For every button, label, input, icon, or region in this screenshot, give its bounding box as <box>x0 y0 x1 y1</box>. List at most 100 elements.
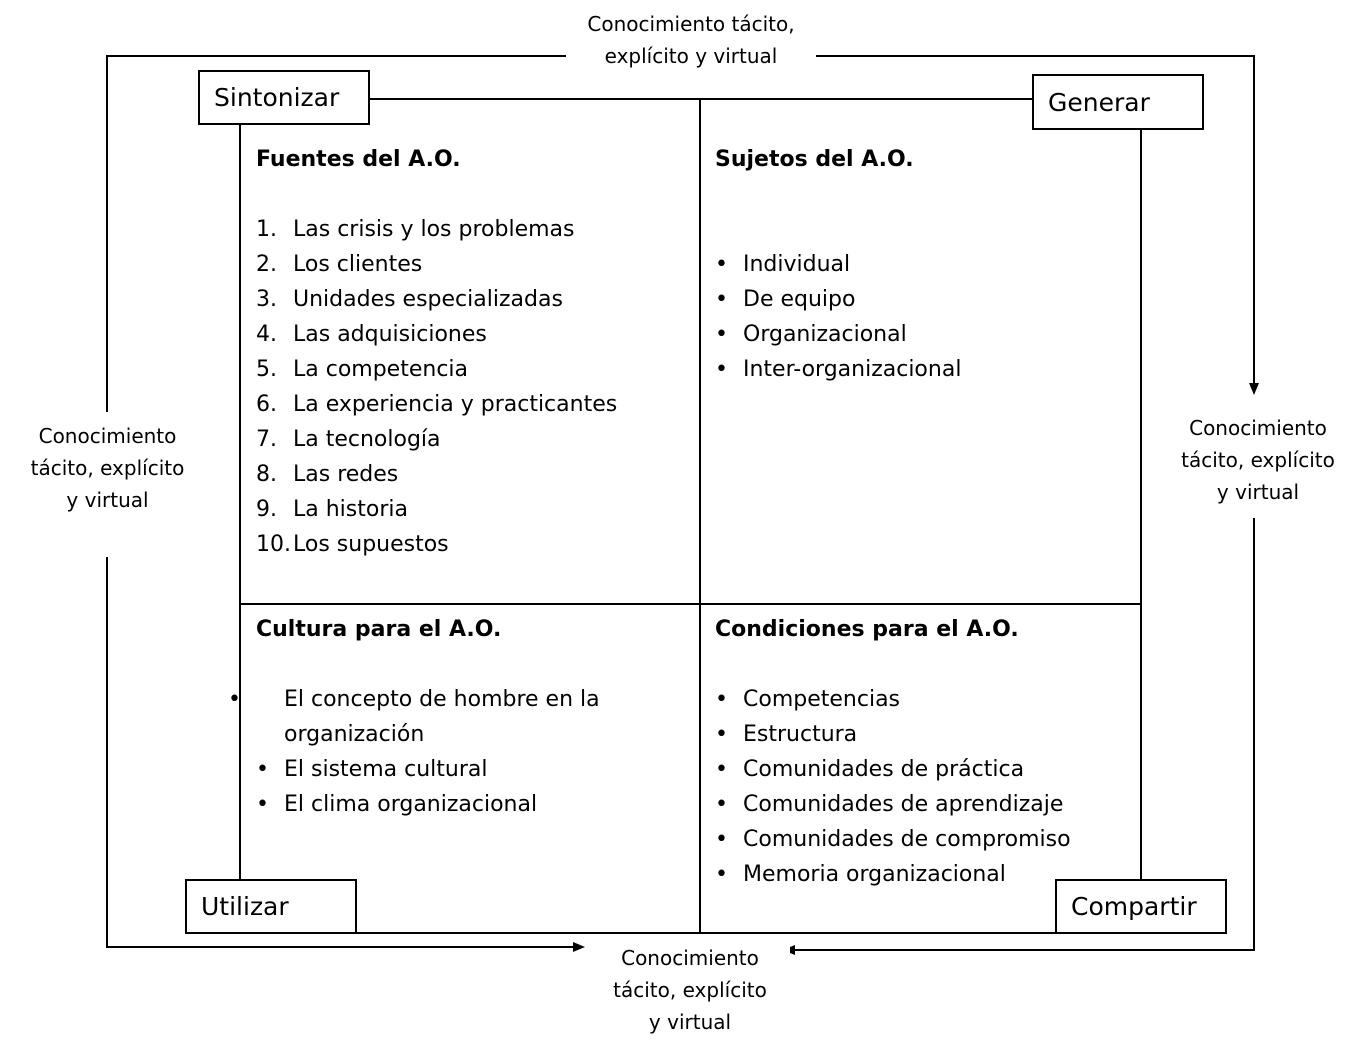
item-text: De equipo <box>743 287 856 312</box>
list-item: 7. La tecnología <box>256 422 617 457</box>
list-item: 8. Las redes <box>256 457 617 492</box>
item-number: 2. <box>256 252 277 277</box>
bullet: • <box>715 862 728 887</box>
item-text: Competencias <box>743 687 901 712</box>
stage-label: Compartir <box>1071 892 1197 921</box>
list-item: 10.Los supuestos <box>256 527 617 562</box>
quadrant-title: Sujetos del A.O. <box>715 147 914 172</box>
item-number: 9. <box>256 497 277 522</box>
flow-line: y virtual <box>66 488 149 512</box>
item-text: Las redes <box>293 462 399 487</box>
item-text: Individual <box>743 252 851 277</box>
list-item: • Competencias <box>715 682 1071 717</box>
bullet: • <box>715 322 728 347</box>
item-text: Comunidades de práctica <box>743 757 1025 782</box>
item-text: El sistema cultural <box>284 757 488 782</box>
bullet: • <box>715 792 728 817</box>
list-item: 3. Unidades especializadas <box>256 282 617 317</box>
item-text: Unidades especializadas <box>293 287 563 312</box>
stage-utilizar: Utilizar <box>185 879 357 934</box>
flow-line: tácito, explícito <box>30 456 185 480</box>
item-number: 7. <box>256 427 277 452</box>
quadrant-title: Cultura para el A.O. <box>256 617 502 642</box>
bullet: • <box>715 722 728 747</box>
item-text: La historia <box>293 497 408 522</box>
item-number: 3. <box>256 287 277 312</box>
list-item: • Individual <box>715 247 961 282</box>
list-item: 2. Los clientes <box>256 247 617 282</box>
item-text: El clima organizacional <box>284 792 538 817</box>
bullet: • <box>715 687 728 712</box>
stage-label: Utilizar <box>201 892 289 921</box>
list-item: 1. Las crisis y los problemas <box>256 212 617 247</box>
item-text: Estructura <box>743 722 858 747</box>
list-item: 6. La experiencia y practicantes <box>256 387 617 422</box>
item-text: Organizacional <box>743 322 907 347</box>
item-text: La experiencia y practicantes <box>293 392 618 417</box>
flow-line: Conocimiento tácito, <box>587 12 795 36</box>
item-text: Comunidades de compromiso <box>743 827 1071 852</box>
sources-list: 1. Las crisis y los problemas 2. Los clien… <box>256 212 617 562</box>
flow-label-right: Conocimiento tácito, explícito y virtual <box>1160 412 1356 508</box>
flow-line: tácito, explícito <box>613 978 767 1002</box>
list-item: 4. Las adquisiciones <box>256 317 617 352</box>
list-item: •Comunidades de práctica <box>715 752 1071 787</box>
item-number: 4. <box>256 322 277 347</box>
flow-line: Conocimiento <box>621 946 759 970</box>
list-item: • El sistema cultural <box>256 752 694 787</box>
quadrant-sources: Fuentes del A.O. 1. Las crisis y los prob… <box>256 142 617 562</box>
list-item: • El concepto de hombre en la organizació… <box>228 682 694 752</box>
item-text: Las adquisiciones <box>293 322 487 347</box>
flow-label-top: Conocimiento tácito, explícito y virtual <box>566 8 816 72</box>
stage-generar: Generar <box>1032 74 1204 130</box>
bullet: • <box>715 357 728 382</box>
bullet: • <box>715 252 728 277</box>
flow-line: Conocimiento <box>38 424 177 448</box>
item-number: 5. <box>256 357 277 382</box>
quadrant-culture: Cultura para el A.O. • El concepto de hom… <box>228 612 694 822</box>
list-item: 5. La competencia <box>256 352 617 387</box>
bullet: • <box>256 757 269 782</box>
item-text: Inter-organizacional <box>743 357 962 382</box>
flow-label-left: Conocimiento tácito, explícito y virtual <box>10 420 205 516</box>
list-item: • Organizacional <box>715 317 961 352</box>
item-number: 1. <box>256 217 277 242</box>
stage-sintonizar: Sintonizar <box>198 70 370 125</box>
item-number: 6. <box>256 392 277 417</box>
item-number: 8. <box>256 462 277 487</box>
bullet: • <box>256 792 269 817</box>
flow-label-bottom: Conocimiento tácito, explícito y virtual <box>590 942 790 1038</box>
list-item: • Comunidades de compromiso <box>715 822 1071 857</box>
quadrant-title: Fuentes del A.O. <box>256 147 461 172</box>
stage-label: Sintonizar <box>214 83 340 112</box>
item-text: Los supuestos <box>293 532 449 557</box>
flow-line: explícito y virtual <box>604 44 778 68</box>
list-item: • Inter-organizacional <box>715 352 961 387</box>
item-text: El concepto de hombre en la organización <box>284 687 600 747</box>
item-number: 10. <box>256 532 291 557</box>
list-item: •De equipo <box>715 282 961 317</box>
stage-compartir: Compartir <box>1055 879 1227 934</box>
flow-line: y virtual <box>1216 480 1300 504</box>
bullet: • <box>715 827 728 852</box>
item-text: Comunidades de aprendizaje <box>743 792 1064 817</box>
culture-list: • El concepto de hombre en la organizació… <box>228 682 694 822</box>
flow-line: Conocimiento <box>1189 416 1327 440</box>
item-text: La tecnología <box>293 427 441 452</box>
list-item: • Comunidades de aprendizaje <box>715 787 1071 822</box>
list-item: •Memoria organizacional <box>715 857 1071 892</box>
item-text: Los clientes <box>293 252 423 277</box>
quadrant-title: Condiciones para el A.O. <box>715 617 1019 642</box>
quadrant-subjects: Sujetos del A.O. •Individual •De equipo … <box>715 142 961 387</box>
flow-line: tácito, explícito <box>1181 448 1335 472</box>
subjects-list: •Individual •De equipo •Organizacional •… <box>715 247 961 387</box>
conditions-list: •Competencias •Estructura •Comunidades d… <box>715 682 1071 892</box>
item-text: La competencia <box>293 357 469 382</box>
list-item: 9. La historia <box>256 492 617 527</box>
list-item: • Estructura <box>715 717 1071 752</box>
bullet: • <box>228 687 241 712</box>
item-text: Las crisis y los problemas <box>293 217 575 242</box>
quadrant-conditions: Condiciones para el A.O. • Competencias •… <box>715 612 1071 892</box>
flow-line: y virtual <box>648 1010 732 1034</box>
